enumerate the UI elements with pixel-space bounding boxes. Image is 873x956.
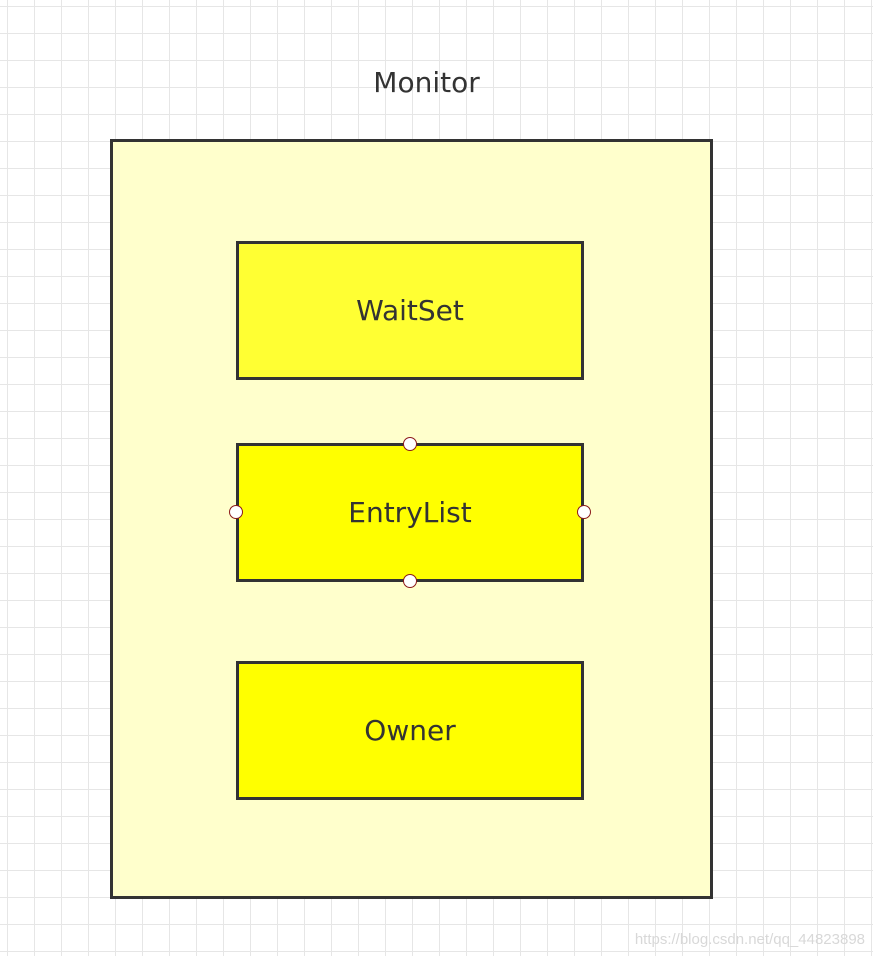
watermark: https://blog.csdn.net/qq_44823898 bbox=[634, 931, 865, 948]
waitset-box[interactable]: WaitSet bbox=[236, 241, 584, 380]
connection-handle-bottom[interactable] bbox=[403, 574, 417, 588]
entrylist-box[interactable]: EntryList bbox=[236, 443, 584, 582]
entrylist-label: EntryList bbox=[348, 496, 472, 529]
connection-handle-right[interactable] bbox=[577, 505, 591, 519]
waitset-label: WaitSet bbox=[356, 294, 464, 327]
connection-handle-top[interactable] bbox=[403, 437, 417, 451]
connection-handle-left[interactable] bbox=[229, 505, 243, 519]
owner-box[interactable]: Owner bbox=[236, 661, 584, 800]
monitor-title: Monitor bbox=[373, 66, 480, 99]
owner-label: Owner bbox=[364, 714, 456, 747]
